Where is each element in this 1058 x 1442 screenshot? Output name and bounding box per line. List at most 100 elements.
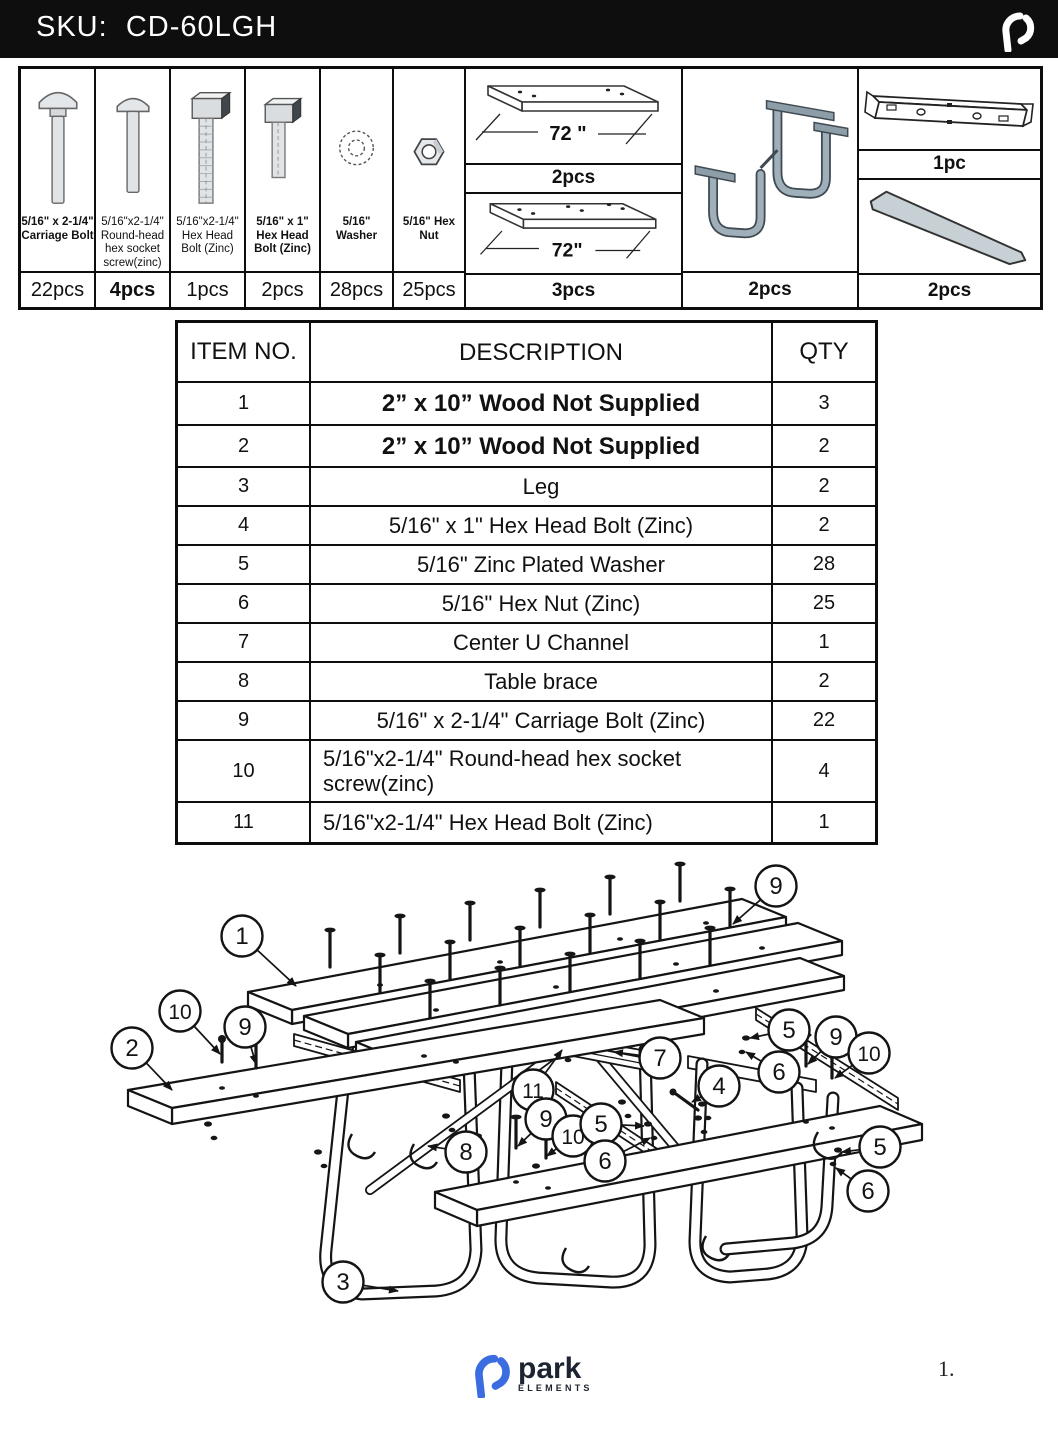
bom-item-no: 11	[178, 803, 311, 842]
left-bench	[126, 998, 706, 1126]
svg-text:2: 2	[125, 1035, 138, 1062]
sku-label: SKU:	[36, 11, 108, 43]
svg-text:9: 9	[829, 1024, 842, 1051]
table-brace-icon	[859, 180, 1040, 273]
part-cell-washer: 5/16" Washer 28pcs	[321, 69, 394, 307]
bom-description: 5/16"x2-1/4" Hex Head Bolt (Zinc)	[311, 803, 773, 842]
callout-9: 9	[732, 864, 798, 925]
bom-description: Center U Channel	[311, 624, 773, 661]
brand-mark-icon	[996, 8, 1036, 57]
plank-top-dimension: 72 "	[549, 123, 586, 145]
bom-item-no: 2	[178, 426, 311, 466]
svg-text:5: 5	[594, 1111, 607, 1138]
bom-description: 2” x 10” Wood Not Supplied	[311, 426, 773, 466]
callout-5: 5	[579, 1102, 645, 1146]
leg-frame-icon	[683, 69, 857, 271]
svg-text:6: 6	[598, 1148, 611, 1175]
part-qty: 2pcs	[246, 271, 319, 307]
hex-nut-icon	[394, 69, 464, 215]
callout-6: 6	[835, 1167, 890, 1213]
callout-9: 9	[223, 1005, 267, 1065]
page-number: 1.	[938, 1356, 955, 1381]
bom-qty: 2	[818, 475, 830, 497]
bom-table: ITEM NO. DESCRIPTION QTY 1 2” x 10” Wood…	[175, 320, 878, 845]
bom-row: 7 Center U Channel 1	[178, 622, 875, 661]
bom-row: 5 5/16" Zinc Plated Washer 28	[178, 544, 875, 583]
svg-text:3: 3	[336, 1269, 349, 1296]
bom-body: 1 2” x 10” Wood Not Supplied 3 2 2” x 10…	[178, 381, 875, 842]
bom-qty: 22	[812, 709, 836, 731]
bom-item-no: 8	[178, 663, 311, 700]
parts-grid: 5/16" x 2-1/4"Carriage Bolt 22pcs 5/16"x…	[18, 66, 1043, 310]
bom-description: Leg	[311, 468, 773, 505]
svg-text:10: 10	[561, 1126, 584, 1149]
callout-10: 10	[158, 989, 221, 1055]
svg-text:6: 6	[772, 1059, 785, 1086]
bom-item-no: 5	[178, 546, 311, 583]
svg-text:9: 9	[539, 1106, 552, 1133]
callout-1: 1	[220, 914, 297, 987]
bom-description: 5/16" Hex Nut (Zinc)	[311, 585, 773, 622]
u-channel-qty: 1pc	[859, 149, 1040, 180]
svg-text:5: 5	[873, 1134, 886, 1161]
washer-icon	[321, 69, 392, 215]
part-label: 5/16" Washer	[335, 216, 378, 242]
part-qty: 28pcs	[321, 271, 392, 307]
bom-description: 5/16" x 2-1/4" Carriage Bolt (Zinc)	[311, 702, 773, 739]
svg-text:9: 9	[769, 873, 782, 900]
bom-qty: 25	[812, 592, 836, 614]
plank-top-icon: 72 "	[466, 69, 681, 163]
bom-row: 11 5/16"x2-1/4" Hex Head Bolt (Zinc) 1	[178, 801, 875, 842]
bom-row: 10 5/16"x2-1/4" Round-head hex socket sc…	[178, 739, 875, 801]
part-qty: 4pcs	[96, 271, 169, 307]
bom-qty: 2	[818, 670, 830, 692]
bom-description: 5/16" Zinc Plated Washer	[311, 546, 773, 583]
bom-description: 5/16" x 1" Hex Head Bolt (Zinc)	[311, 507, 773, 544]
callout-6: 6	[583, 1137, 651, 1183]
bom-row: 6 5/16" Hex Nut (Zinc) 25	[178, 583, 875, 622]
callout-5: 5	[749, 1008, 811, 1052]
svg-text:11: 11	[522, 1080, 544, 1103]
table-brace-qty: 2pcs	[859, 272, 1040, 307]
svg-text:5: 5	[782, 1017, 795, 1044]
header-bar: SKU: CD-60LGH	[0, 0, 1058, 58]
u-channel-icon	[859, 69, 1040, 149]
bom-item-no: 7	[178, 624, 311, 661]
callout-2: 2	[110, 1026, 173, 1091]
bom-description: 5/16"x2-1/4" Round-head hex socket screw…	[311, 741, 773, 801]
bom-row: 8 Table brace 2	[178, 661, 875, 700]
bom-item-no: 1	[178, 383, 311, 424]
plank-bottom-dimension: 72"	[552, 239, 583, 261]
part-cell-carriage-bolt: 5/16" x 2-1/4"Carriage Bolt 22pcs	[21, 69, 96, 307]
bom-header-item: ITEM NO.	[178, 323, 311, 381]
callout-5: 5	[841, 1125, 902, 1169]
bom-description: 2” x 10” Wood Not Supplied	[311, 383, 773, 424]
svg-text:8: 8	[459, 1139, 472, 1166]
part-label: 5/16" x 2-1/4"Carriage Bolt	[21, 216, 94, 242]
bom-qty: 28	[812, 553, 836, 575]
carriage-bolt-icon	[21, 69, 94, 215]
callout-8: 8	[427, 1130, 488, 1174]
part-qty: 25pcs	[394, 271, 464, 307]
svg-text:9: 9	[238, 1014, 251, 1041]
bom-row: 2 2” x 10” Wood Not Supplied 2	[178, 424, 875, 466]
round-head-screw-icon	[96, 69, 169, 215]
right-bench	[433, 1104, 924, 1228]
bom-item-no: 9	[178, 702, 311, 739]
bom-qty: 1	[818, 631, 830, 653]
callout-6: 6	[745, 1050, 801, 1094]
plank-top-qty: 2pcs	[466, 163, 681, 194]
part-cell-leg: 2pcs	[683, 69, 859, 307]
svg-text:10: 10	[168, 1001, 191, 1024]
hex-bolt-short-icon	[246, 69, 319, 215]
svg-text:1: 1	[235, 923, 248, 950]
callout-9: 9	[807, 1015, 858, 1065]
svg-text:7: 7	[653, 1045, 666, 1072]
